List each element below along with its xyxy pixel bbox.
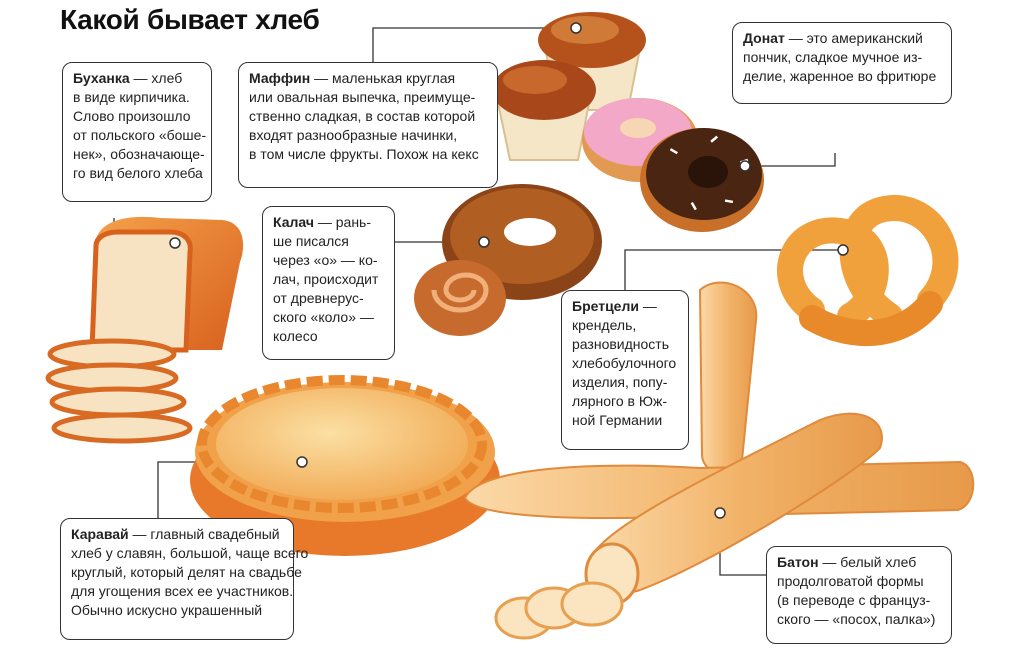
maffin-text: входят разнообразные начинки, <box>249 127 458 143</box>
buhanka-text: от польского «боше- <box>73 127 207 143</box>
pretzel-image <box>777 195 959 347</box>
maffin-text: или овальная выпечка, преимуще- <box>249 89 476 105</box>
buhanka-box: Буханка — хлеб в виде кирпичика. Слово п… <box>62 62 212 202</box>
maffin-box: Маффин — маленькая круглая или овальная … <box>238 62 498 188</box>
bretzeli-text: ной Германии <box>572 412 663 428</box>
baton-text: — белый хлеб <box>822 554 917 570</box>
bretzeli-box: Брет­цели — крендель, разновидность хлеб… <box>561 290 689 450</box>
buhanka-term: Буханка <box>73 70 130 86</box>
bretzeli-text: разновидность <box>572 336 670 352</box>
maffin-term: Маффин <box>249 70 311 86</box>
karavai-term: Каравай <box>71 526 129 542</box>
kalach-text: — рань- <box>317 214 372 230</box>
bretzeli-text: изделия, попу- <box>572 374 668 390</box>
buhanka-text: нек», обозначающе- <box>73 146 205 162</box>
donuts-image <box>582 98 764 232</box>
kalach-text: колесо <box>273 328 318 344</box>
maffin-text: — маленькая круглая <box>314 70 456 86</box>
page-title: Какой бывает хлеб <box>60 4 320 35</box>
buhanka-text: — хлеб <box>133 70 183 86</box>
kalach-text: лач, происходит <box>273 271 379 287</box>
karavai-text: хлеб у славян, большой, чаще всего <box>71 545 309 561</box>
kalach-text: ше писался <box>273 233 349 249</box>
buhanka-text: го вид белого хлеба <box>73 165 203 181</box>
karavai-text: круглый, который делят на свадьбе <box>71 564 302 580</box>
maffin-text: ственно сладкая, в состав которой <box>249 108 476 124</box>
donat-box: Донат — это американский пончик, сладкое… <box>732 22 952 104</box>
bretzeli-term: Брет­цели <box>572 298 639 314</box>
donat-text: делие, жаренное во фритюре <box>743 68 937 84</box>
kalach-text: ского «коло» — <box>273 309 374 325</box>
kalach-term: Калач <box>273 214 314 230</box>
karavai-text: для угощения всех ее участников. <box>71 583 294 599</box>
donat-term: Донат <box>743 30 785 46</box>
karavai-text: Обычно искусно украшенный <box>71 602 263 618</box>
kalach-text: от древнерус- <box>273 290 364 306</box>
baton-text: ского — «посох, палка») <box>777 611 936 627</box>
baton-text: (в переводе с француз- <box>777 592 931 608</box>
baton-text: продолговатой формы <box>777 573 924 589</box>
donat-text: пончик, сладкое мучное из- <box>743 49 923 65</box>
maffin-text: в том числе фрукты. Похож на кекс <box>249 146 479 162</box>
bretzeli-text: — <box>642 298 657 314</box>
karavai-box: Каравай — главный свадебный хлеб у славя… <box>60 518 309 640</box>
batons-image <box>463 281 975 640</box>
bretzeli-text: лярного в Юж- <box>572 393 668 409</box>
buhanka-text: Слово произошло <box>73 108 191 124</box>
karavai-image <box>190 375 500 556</box>
pretzel-marker <box>837 244 849 256</box>
baton-box: Батон — белый хлеб продолговатой формы (… <box>766 546 952 644</box>
karavai-text: — главный свадебный <box>132 526 280 542</box>
bretzeli-text: хлебобулочного <box>572 355 677 371</box>
buhanka-loaf-image <box>45 216 244 444</box>
kalach-text: через «о» — ко- <box>273 252 378 268</box>
muffins-image <box>492 12 646 161</box>
bretzeli-text: крендель, <box>572 317 637 333</box>
kalach-image <box>414 184 602 336</box>
kalach-box: Калач — рань- ше писался через «о» — ко-… <box>262 206 395 360</box>
baton-term: Батон <box>777 554 819 570</box>
buhanka-text: в виде кирпичика. <box>73 89 190 105</box>
donat-text: — это американский <box>788 30 923 46</box>
